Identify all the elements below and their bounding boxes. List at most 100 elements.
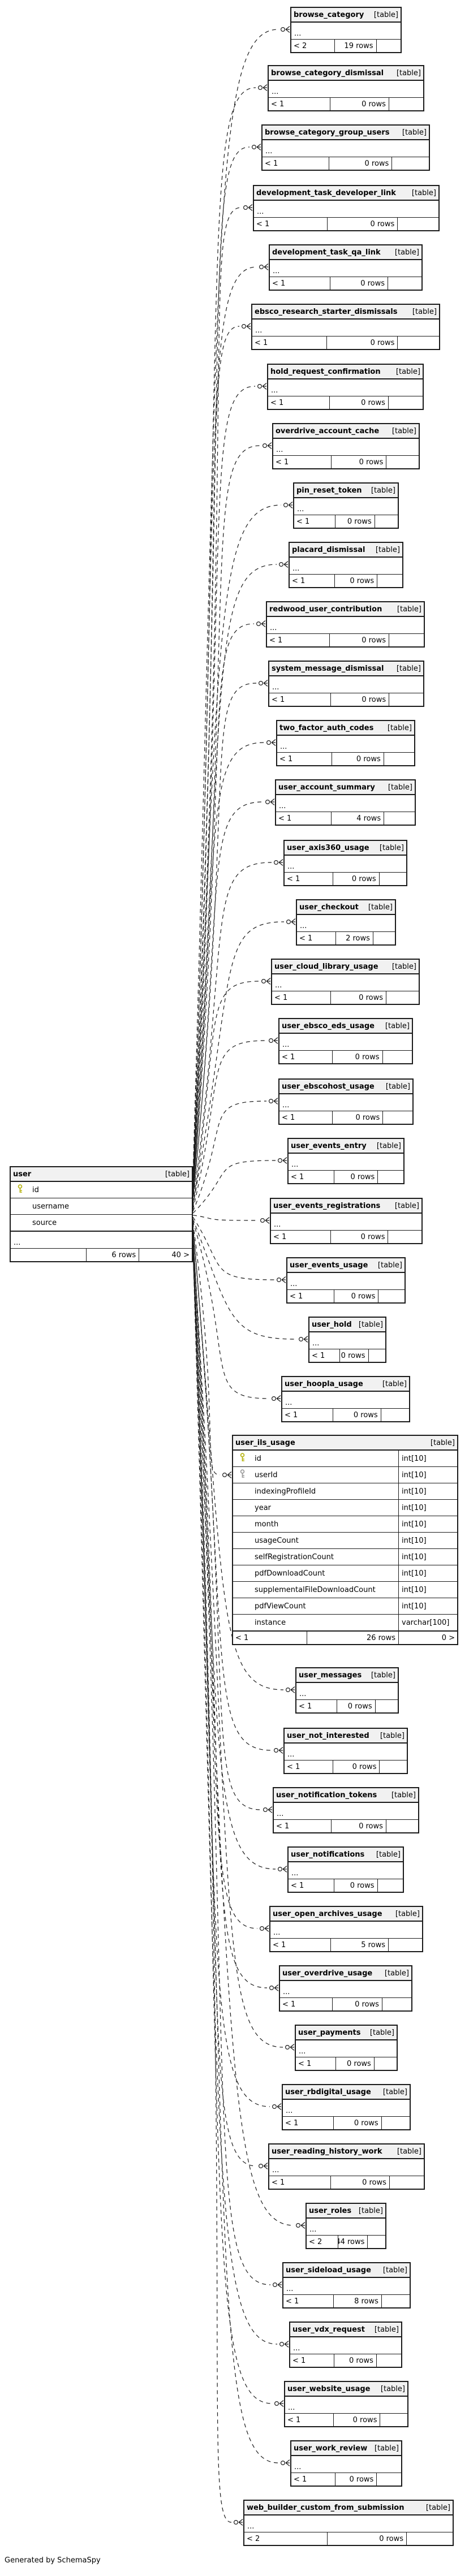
- table-name[interactable]: user_events_entry: [291, 1141, 367, 1150]
- table-name[interactable]: user_notification_tokens: [276, 1790, 377, 1800]
- out-degree-cell: [384, 753, 414, 765]
- table-name[interactable]: user_account_summary: [278, 783, 375, 792]
- table-node-development_task_developer_link[interactable]: development_task_developer_link[table]..…: [253, 185, 440, 231]
- table-name[interactable]: hold_request_confirmation: [270, 367, 381, 376]
- table-name[interactable]: web_builder_custom_from_submission: [247, 2503, 405, 2512]
- row-count-label: 0 rows: [329, 157, 393, 170]
- table-name[interactable]: user_events_usage: [290, 1261, 368, 1270]
- columns-ellipsis: ...: [263, 140, 429, 157]
- table-name[interactable]: user_not_interested: [287, 1731, 369, 1740]
- table-name[interactable]: user_notifications: [291, 1850, 365, 1859]
- table-name[interactable]: user_rbdigital_usage: [285, 2087, 371, 2096]
- table-name[interactable]: placard_dismissal: [292, 545, 365, 554]
- table-name[interactable]: user_overdrive_usage: [282, 1969, 373, 1978]
- table-name[interactable]: user_ebscohost_usage: [282, 1082, 375, 1091]
- relationship-curve: [192, 29, 279, 1178]
- column-type: int[10]: [398, 1467, 457, 1483]
- table-name[interactable]: ebsco_research_starter_dismissals: [255, 307, 398, 316]
- table-type-label: [table]: [374, 2325, 399, 2334]
- ellipsis-label: ...: [297, 505, 304, 514]
- relationship-curve: [192, 445, 261, 1191]
- table-node-browse_category_group_users[interactable]: browse_category_group_users[table]...< 1…: [261, 124, 430, 171]
- row-count-label: 0 rows: [334, 2117, 382, 2129]
- table-name[interactable]: user_open_archives_usage: [273, 1909, 382, 1918]
- out-degree-label: 0 >: [441, 1633, 455, 1642]
- table-type-label: [table]: [394, 1201, 419, 1210]
- table-node-ebsco_research_starter_dismissals[interactable]: ebsco_research_starter_dismissals[table]…: [251, 304, 440, 350]
- table-name[interactable]: development_task_qa_link: [272, 248, 381, 257]
- columns-ellipsis: ...: [296, 2040, 397, 2057]
- table-name[interactable]: user_messages: [299, 1671, 362, 1680]
- table-name[interactable]: system_message_dismissal: [272, 664, 384, 673]
- table-name[interactable]: user_payments: [298, 2028, 361, 2037]
- table-name[interactable]: user_axis360_usage: [287, 843, 369, 852]
- table-name[interactable]: user_work_review: [294, 2444, 368, 2453]
- table-name[interactable]: development_task_developer_link: [256, 188, 396, 197]
- table-name[interactable]: redwood_user_contribution: [269, 605, 382, 614]
- columns-ellipsis: ...: [254, 201, 438, 218]
- table-name[interactable]: user_hoopla_usage: [285, 1379, 363, 1388]
- table-name[interactable]: user_checkout: [299, 903, 359, 912]
- table-node-web_builder_custom_from_submission[interactable]: web_builder_custom_from_submission[table…: [243, 2500, 454, 2546]
- table-name[interactable]: user_website_usage: [287, 2384, 371, 2393]
- out-degree-cell: [375, 2057, 397, 2070]
- table-name[interactable]: pin_reset_token: [296, 486, 362, 495]
- table-name[interactable]: user: [13, 1170, 32, 1179]
- table-name[interactable]: user_ebsco_eds_usage: [282, 1021, 375, 1030]
- table-name[interactable]: user_sideload_usage: [286, 2266, 371, 2275]
- table-name[interactable]: two_factor_auth_codes: [279, 723, 374, 732]
- table-name[interactable]: user_events_registrations: [273, 1201, 381, 1210]
- table-name[interactable]: user_reading_history_work: [272, 2147, 382, 2156]
- fk-connector: [269, 1984, 279, 1991]
- table-name[interactable]: browse_category: [294, 10, 364, 19]
- fk-degree-label: < 1: [290, 2354, 335, 2367]
- table-name[interactable]: user_hold: [312, 1320, 352, 1329]
- table-name[interactable]: user_vdx_request: [292, 2325, 365, 2334]
- table-name[interactable]: overdrive_account_cache: [276, 426, 380, 435]
- table-name[interactable]: user_ils_usage: [235, 1438, 295, 1447]
- table-name[interactable]: browse_category_dismissal: [271, 68, 384, 77]
- out-degree-cell: [380, 873, 406, 885]
- table-name[interactable]: browse_category_group_users: [265, 128, 390, 137]
- table-name[interactable]: user_roles: [309, 2206, 352, 2215]
- table-type-label: [table]: [385, 1082, 410, 1091]
- table-name[interactable]: user_cloud_library_usage: [274, 962, 378, 971]
